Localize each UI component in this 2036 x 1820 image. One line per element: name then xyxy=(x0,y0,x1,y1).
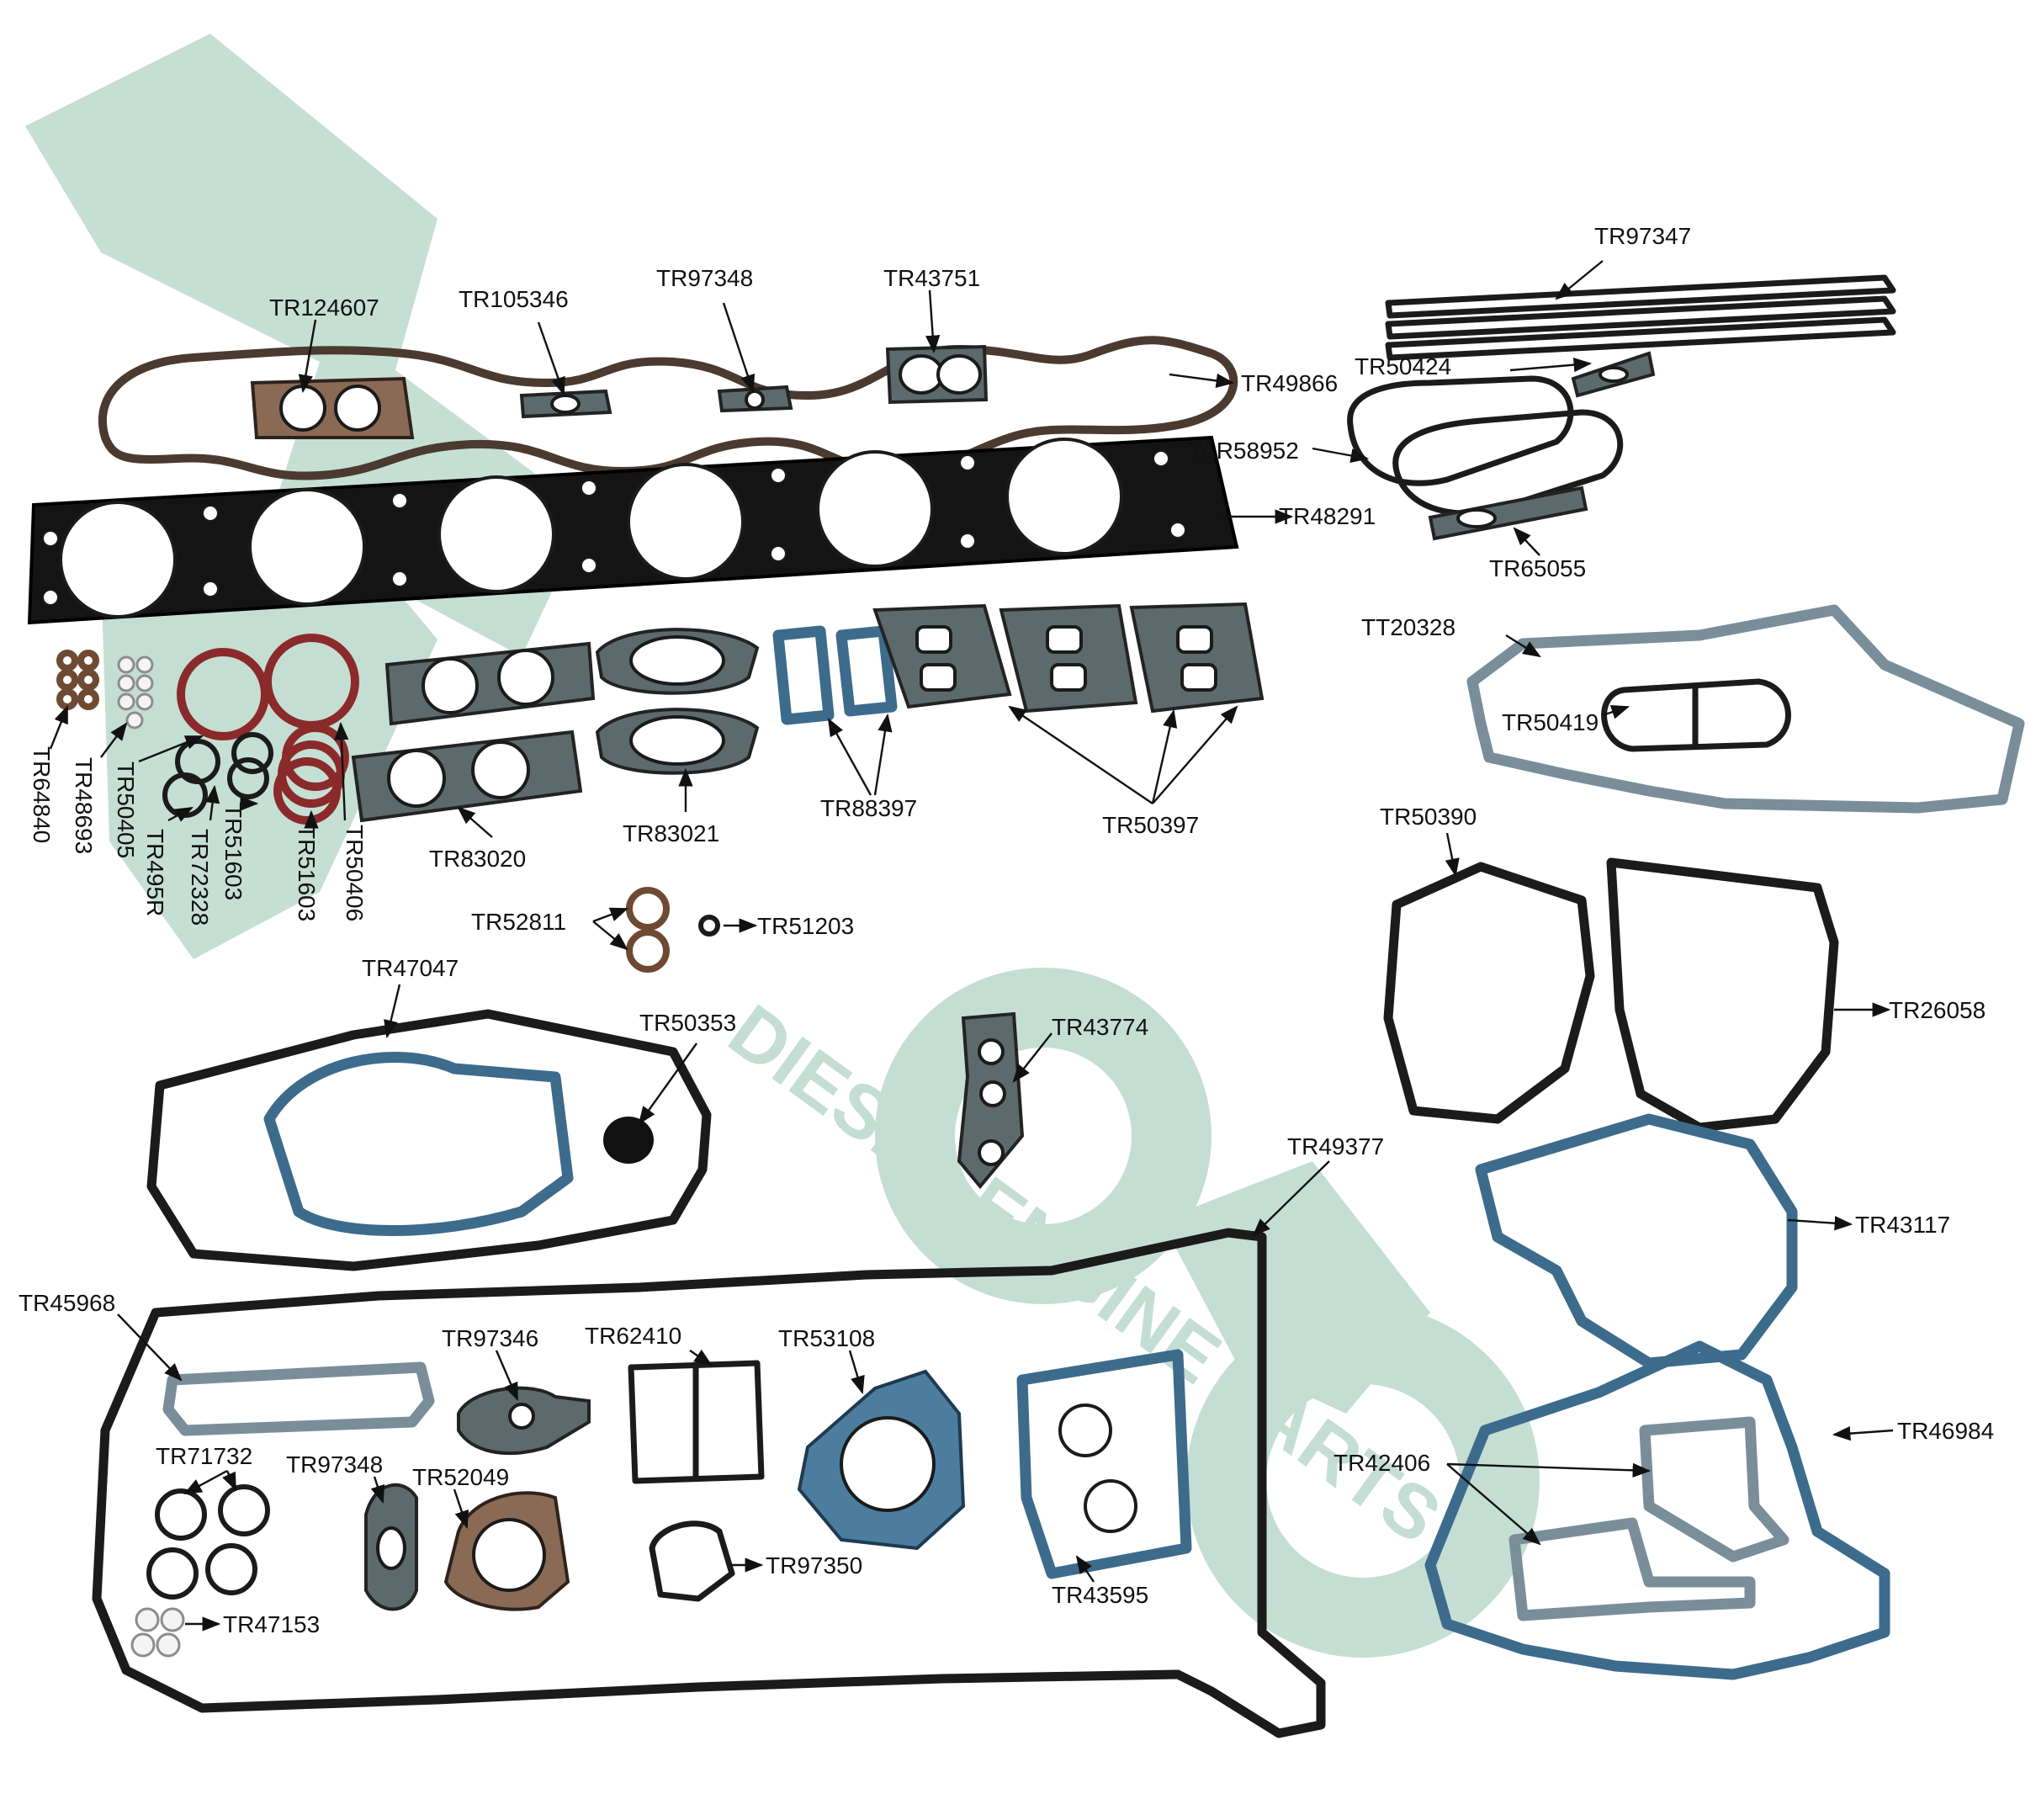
part-tr46984 xyxy=(1424,1340,1890,1680)
label-tr50390: TR50390 xyxy=(1380,804,1477,830)
label-tr64840: TR64840 xyxy=(29,746,55,843)
label-tr97350: TR97350 xyxy=(766,1552,862,1579)
part-tr97347 xyxy=(1385,274,1896,361)
label-tr51203: TR51203 xyxy=(757,913,854,939)
label-tr62410: TR62410 xyxy=(585,1323,681,1349)
part-tr64840 xyxy=(56,650,99,710)
label-tr43774: TR43774 xyxy=(1052,1014,1148,1040)
part-tr47047 xyxy=(146,1009,712,1271)
label-tr52811: TR52811 xyxy=(471,909,566,935)
part-tr49377 xyxy=(92,1228,1326,1738)
part-tr62410 xyxy=(628,1360,765,1484)
label-tr49866: TR49866 xyxy=(1241,370,1338,396)
label-tr50424: TR50424 xyxy=(1355,353,1451,379)
label-tr43117: TR43117 xyxy=(1855,1212,1950,1238)
part-tr48693 xyxy=(117,655,154,730)
label-tr47153: TR47153 xyxy=(223,1611,320,1637)
part-tr26058 xyxy=(1606,857,1839,1133)
part-tar58952 xyxy=(1347,375,1624,517)
part-tr43595 xyxy=(1016,1349,1192,1579)
part-tr50419 xyxy=(1601,678,1791,752)
part-tr51603-b xyxy=(273,724,349,825)
part-tr51203 xyxy=(698,915,720,937)
part-tr42406-lower xyxy=(1508,1517,1756,1621)
part-tr71732 xyxy=(146,1484,270,1600)
label-tr124607: TR124607 xyxy=(269,294,379,321)
head-gasket-bores xyxy=(59,438,1123,618)
label-tt20328: TT20328 xyxy=(1361,614,1455,640)
label-tr45968: TR45968 xyxy=(19,1290,115,1316)
label-tr26058: TR26058 xyxy=(1889,997,1986,1023)
label-tr72328: TR72328 xyxy=(187,829,213,926)
label-tr42406: TR42406 xyxy=(1333,1450,1430,1476)
part-tr124607 xyxy=(250,376,415,439)
label-tr43595: TR43595 xyxy=(1052,1582,1148,1608)
label-tr83021: TR83021 xyxy=(623,820,719,846)
label-tr48291: TR48291 xyxy=(1279,503,1376,529)
label-tr50353: TR50353 xyxy=(639,1010,736,1036)
part-tt20328 xyxy=(1466,604,2025,814)
label-tr65055: TR65055 xyxy=(1489,555,1586,581)
label-tr71732: TR71732 xyxy=(156,1443,252,1469)
part-tr97350 xyxy=(649,1520,735,1602)
part-tr47047-inner xyxy=(263,1052,574,1236)
label-tr495r: TR495R xyxy=(142,829,168,916)
label-tr51603-a: TR51603 xyxy=(220,804,247,900)
label-tr88397: TR88397 xyxy=(820,795,917,821)
label-tr50405: TR50405 xyxy=(113,761,139,858)
label-tr50419: TR50419 xyxy=(1502,709,1599,735)
part-tr42406-upper xyxy=(1639,1416,1789,1563)
label-tr46984: TR46984 xyxy=(1897,1418,1994,1444)
label-tr97346: TR97346 xyxy=(442,1325,538,1351)
leader-lines xyxy=(49,260,1894,1632)
label-tr97347: TR97347 xyxy=(1594,223,1691,249)
label-tr50406: TR50406 xyxy=(342,825,368,921)
part-tr50397 xyxy=(872,602,1265,714)
label-tr51603-b: TR51603 xyxy=(294,825,320,921)
part-tr45968 xyxy=(162,1361,435,1436)
label-tr50397: TR50397 xyxy=(1102,812,1199,838)
head-gasket-bolt-holes xyxy=(42,450,1186,606)
label-tr105346: TR105346 xyxy=(459,286,569,312)
part-tr50353 xyxy=(603,1117,654,1164)
label-tr48693: TR48693 xyxy=(71,757,97,854)
part-tr88397 xyxy=(772,625,898,725)
part-tr52811 xyxy=(626,887,670,973)
label-tr83020: TR83020 xyxy=(429,846,526,872)
part-labels: TR97347 TR124607 TR105346 TR97348 TR4375… xyxy=(19,223,1994,1637)
part-tr50390 xyxy=(1383,862,1595,1124)
part-tr43117 xyxy=(1475,1113,1798,1369)
label-tr47047: TR47047 xyxy=(362,955,459,981)
label-tar58952: TAR58952 xyxy=(1188,438,1299,464)
label-tr97348-top: TR97348 xyxy=(656,265,753,291)
label-tr49377: TR49377 xyxy=(1287,1133,1384,1159)
label-tr53108: TR53108 xyxy=(778,1325,875,1351)
part-tr50405 xyxy=(177,648,269,740)
label-tr43751: TR43751 xyxy=(883,265,980,291)
part-tr65055 xyxy=(1428,486,1588,541)
watermark-r-shape xyxy=(1161,1161,1430,1414)
label-tr52049: TR52049 xyxy=(412,1464,509,1490)
part-tr47153 xyxy=(130,1607,185,1658)
label-tr97348-bottom: TR97348 xyxy=(286,1451,383,1478)
brand-watermark: DIESEL ENGINE PARTS xyxy=(25,34,1540,1658)
